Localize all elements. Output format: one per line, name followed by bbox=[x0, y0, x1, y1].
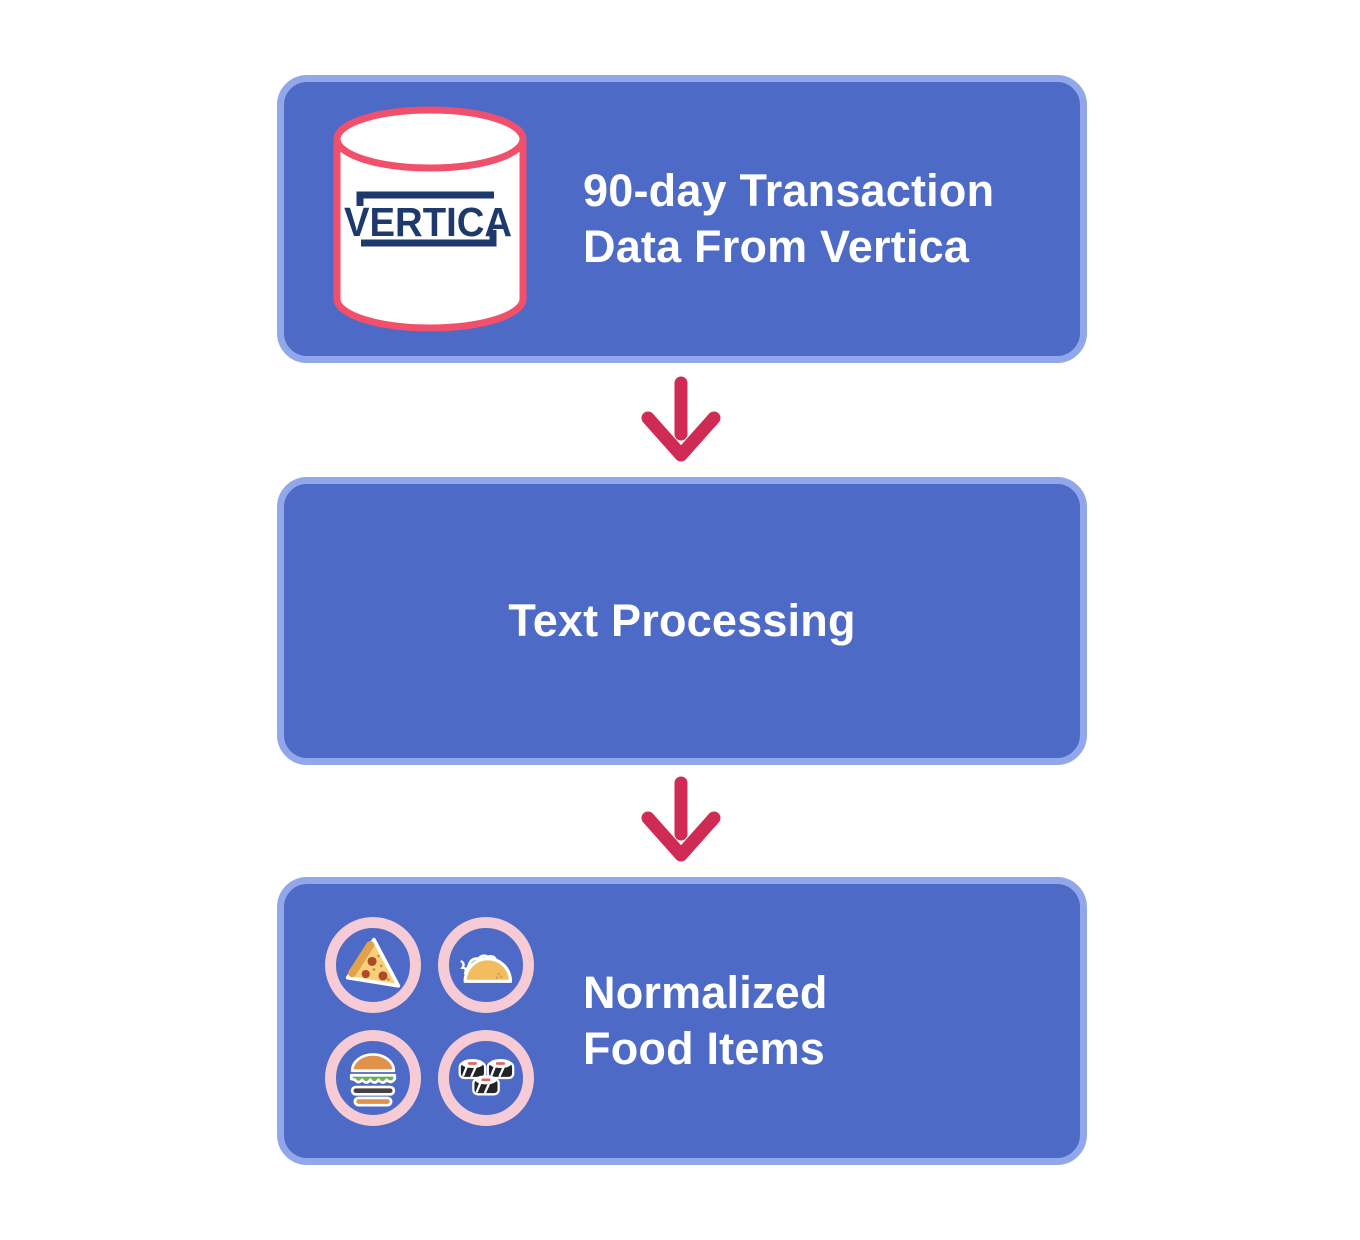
taco-icon bbox=[460, 953, 513, 983]
vertica-logo-text: VERTICA bbox=[344, 199, 512, 245]
source-label-line1: 90-day Transaction bbox=[583, 165, 995, 216]
arrow-down-icon bbox=[641, 776, 721, 862]
food-icon-grid bbox=[325, 916, 534, 1126]
arrow-down-icon bbox=[641, 376, 721, 462]
output-label-line1: Normalized bbox=[583, 967, 828, 1018]
sushi-icon bbox=[458, 1058, 515, 1095]
burger-icon-ring bbox=[325, 1029, 421, 1126]
node-text-processing: Text Processing bbox=[277, 477, 1087, 765]
pizza-icon bbox=[345, 937, 401, 988]
vertica-logo: VERTICA bbox=[344, 191, 512, 247]
pizza-icon-ring bbox=[325, 916, 421, 1013]
node-label-source: 90-day Transaction Data From Vertica bbox=[583, 163, 994, 275]
node-vertica-source: VERTICA 90-day Transaction Data From Ver… bbox=[277, 75, 1087, 363]
sushi-icon-ring bbox=[438, 1029, 534, 1126]
node-normalized-food-items: Normalized Food Items bbox=[277, 877, 1087, 1165]
database-icon: VERTICA bbox=[333, 106, 527, 332]
node-label-process: Text Processing bbox=[508, 595, 856, 646]
source-label-line2: Data From Vertica bbox=[583, 221, 970, 272]
taco-icon-ring bbox=[438, 916, 534, 1013]
output-label-line2: Food Items bbox=[583, 1023, 826, 1074]
node-label-output: Normalized Food Items bbox=[583, 965, 828, 1077]
burger-icon bbox=[349, 1052, 397, 1107]
